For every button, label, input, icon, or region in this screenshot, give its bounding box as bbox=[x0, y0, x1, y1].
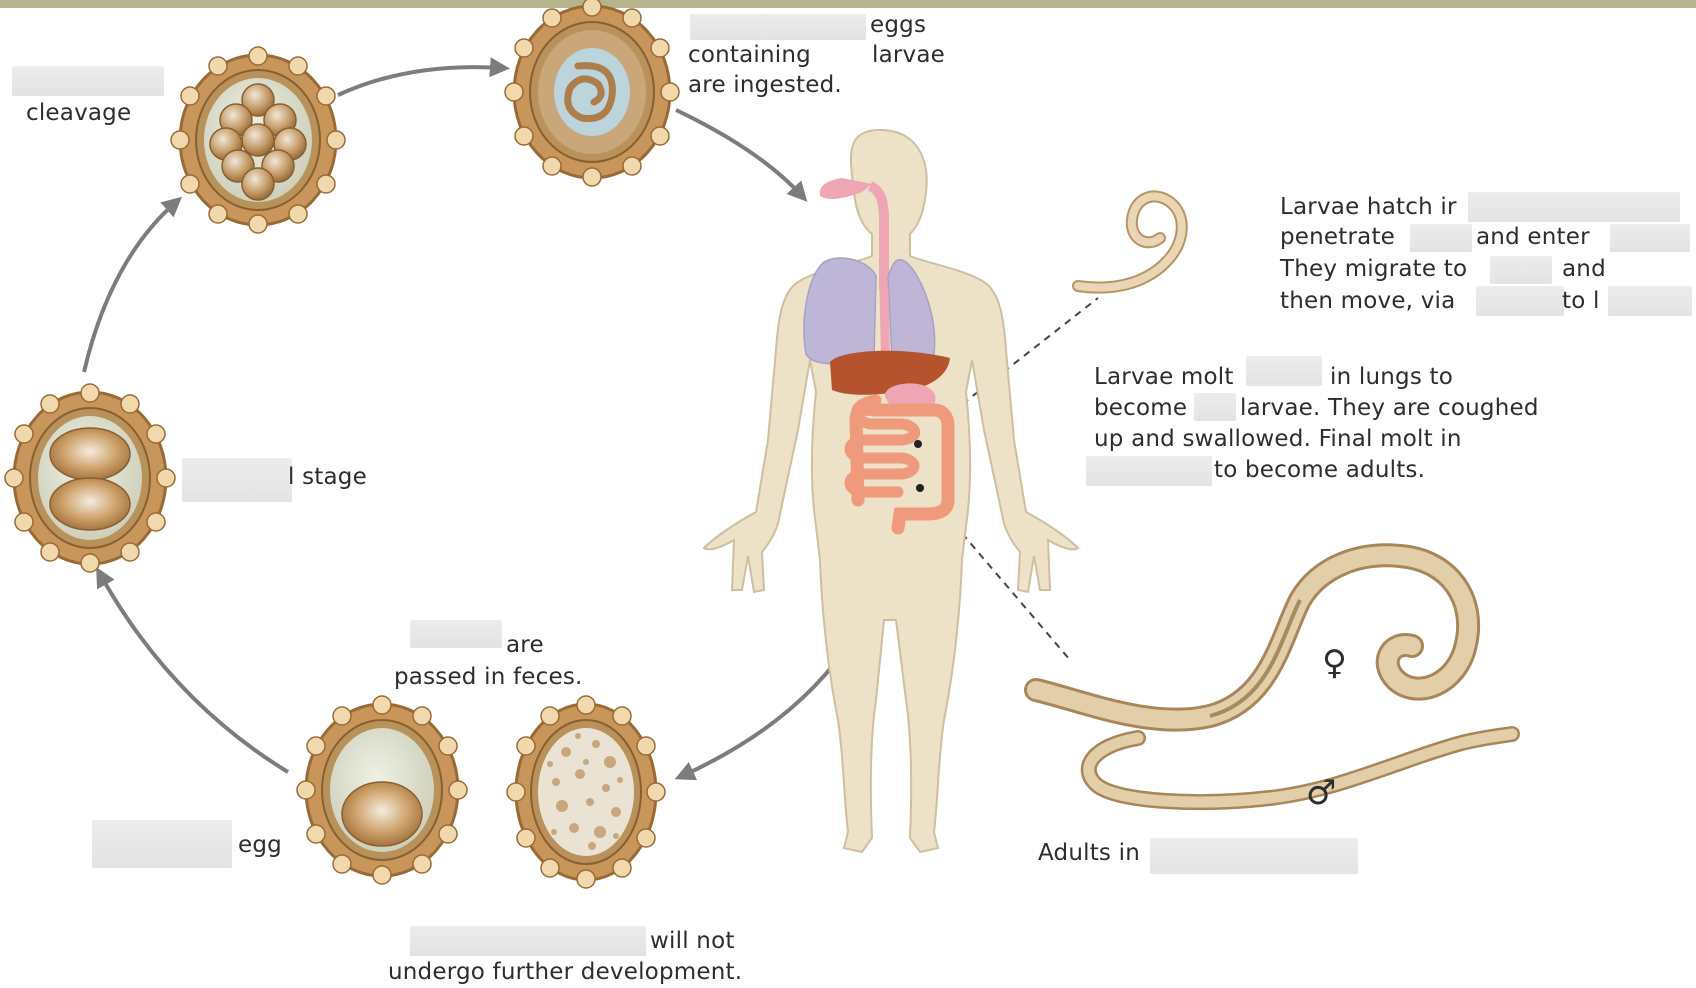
female-symbol: ♀ bbox=[1322, 648, 1347, 679]
blank-egg-type bbox=[92, 820, 232, 868]
label-containing: containing bbox=[688, 40, 811, 71]
label-cleavage: cleavage bbox=[26, 98, 131, 129]
blank-eggs-type bbox=[410, 620, 502, 648]
arrow-ingested bbox=[676, 110, 802, 196]
egg-fertilized bbox=[297, 696, 467, 884]
intestine-marker-1 bbox=[914, 440, 922, 448]
blank-molt-3 bbox=[1086, 456, 1212, 486]
blank-hatch-3 bbox=[1610, 224, 1690, 252]
hatch-line-3b: and bbox=[1562, 254, 1606, 285]
larva-worm bbox=[1078, 196, 1182, 287]
arrow-to-two-cell bbox=[100, 574, 288, 772]
label-egg: egg bbox=[238, 830, 282, 861]
blank-hatch-6 bbox=[1608, 286, 1692, 316]
arrow-to-cleavage bbox=[84, 202, 176, 372]
egg-cleavage bbox=[171, 47, 345, 233]
male-symbol: ♂ bbox=[1306, 778, 1337, 809]
blank-molt-1 bbox=[1246, 356, 1322, 386]
hatch-line-4a: then move, via bbox=[1280, 286, 1455, 317]
hatch-line-2b: and enter bbox=[1476, 222, 1590, 253]
label-are: are bbox=[506, 630, 544, 661]
human-figure bbox=[704, 130, 1078, 852]
blastomere-top bbox=[50, 428, 130, 480]
intestine-marker-2 bbox=[916, 484, 924, 492]
hatch-line-2a: penetrate bbox=[1280, 222, 1395, 253]
blastomere-bottom bbox=[50, 478, 130, 530]
egg-unfertilized bbox=[507, 696, 665, 888]
arrow-cleavage-to-embryonated bbox=[338, 67, 502, 95]
label-larvae-top: larvae bbox=[872, 40, 945, 71]
adult-worms bbox=[1036, 555, 1512, 802]
blank-hatch-2 bbox=[1410, 224, 1472, 252]
label-passed-in-feces: passed in feces. bbox=[394, 662, 583, 693]
molt-line-4: to become adults. bbox=[1214, 455, 1425, 486]
blank-two-cell bbox=[182, 458, 292, 502]
blank-hatch-5 bbox=[1476, 286, 1564, 316]
blank-adults-location bbox=[1150, 838, 1358, 874]
molt-line-1b: in lungs to bbox=[1330, 362, 1453, 393]
egg-two-cell bbox=[5, 384, 175, 572]
left-lung bbox=[804, 258, 876, 364]
hatch-line-1: Larvae hatch ir bbox=[1280, 192, 1457, 223]
label-undergo: undergo further development. bbox=[388, 957, 742, 988]
label-ingested: are ingested. bbox=[688, 70, 842, 101]
hatch-line-3a: They migrate to bbox=[1280, 254, 1467, 285]
blank-hatch-1 bbox=[1468, 192, 1680, 222]
blank-embryonated bbox=[690, 14, 866, 40]
label-two-cell-stage: l stage bbox=[288, 462, 367, 493]
molt-line-2a: become bbox=[1094, 393, 1187, 424]
blank-molt-2 bbox=[1194, 393, 1236, 421]
label-adults-in: Adults in bbox=[1038, 838, 1140, 869]
label-eggs: eggs bbox=[870, 10, 926, 41]
molt-line-2b: larvae. They are coughed bbox=[1240, 393, 1539, 424]
molt-line-3: up and swallowed. Final molt in bbox=[1094, 424, 1462, 455]
blank-hatch-4 bbox=[1490, 256, 1552, 284]
blank-cleavage-stage bbox=[12, 66, 164, 96]
molt-line-1a: Larvae molt bbox=[1094, 362, 1234, 393]
single-cell-zygote bbox=[342, 782, 422, 846]
egg-embryonated bbox=[505, 0, 679, 186]
blank-unfertilized bbox=[410, 926, 646, 956]
hatch-line-4b: to l bbox=[1562, 286, 1600, 317]
label-will-not: will not bbox=[650, 926, 735, 957]
